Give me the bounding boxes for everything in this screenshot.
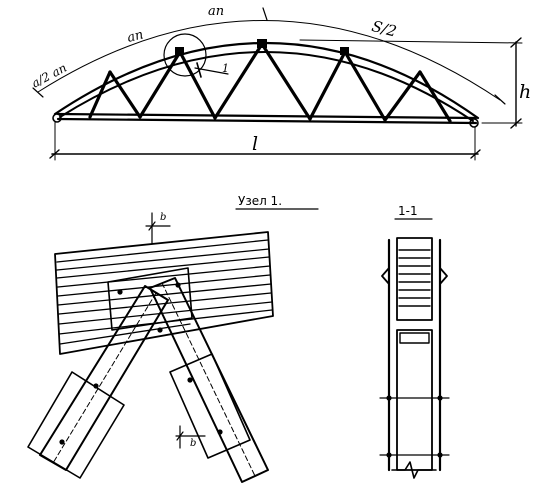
height-ext-top (299, 39, 523, 44)
splice-plate-right (169, 353, 251, 459)
dim-arc-tick-mid (262, 7, 268, 21)
dim-label-bottom: b (190, 438, 196, 449)
panel-label-left: a/2 an (29, 61, 69, 91)
section-title: 1-1 (398, 204, 418, 218)
top-chord-outer (53, 41, 480, 120)
panel-label: an (126, 27, 145, 45)
node-detail-title: Узел 1. (238, 194, 282, 208)
splice-plate-left (27, 371, 125, 479)
section-mark-tick (196, 62, 202, 78)
chord-block-outline (54, 231, 274, 355)
section-mark-label: 1 (222, 62, 229, 75)
support-left (52, 113, 62, 123)
bottom-chord-upper (56, 112, 478, 120)
section-leader (194, 67, 229, 75)
chord-block-hatching (56, 239, 273, 345)
gusset-plate (107, 267, 193, 331)
support-right (469, 118, 479, 128)
dimension-arc (37, 19, 501, 101)
span-label: l (252, 133, 258, 155)
chord-section (396, 237, 433, 321)
dim-label-top: b (160, 212, 166, 223)
web-section (396, 329, 433, 471)
node-callout-circle (163, 33, 207, 77)
panel-label-top: an (208, 4, 224, 19)
truss-elevation: 1 l h a/2 an an an S/2 (29, 4, 531, 161)
arc-length-label: S/2 (370, 17, 398, 40)
dim-arc-tick-right (494, 94, 506, 105)
chord-section-hatching (398, 249, 431, 307)
dim-arc-tick-left (32, 87, 44, 98)
web-members (88, 39, 452, 123)
bolts (59, 282, 223, 445)
height-label: h (519, 81, 531, 103)
section-view: 1-1 (379, 204, 450, 479)
diagonal-right (149, 277, 269, 483)
bottom-chord-lower (56, 117, 478, 125)
node-detail: Узел 1. (27, 194, 319, 483)
